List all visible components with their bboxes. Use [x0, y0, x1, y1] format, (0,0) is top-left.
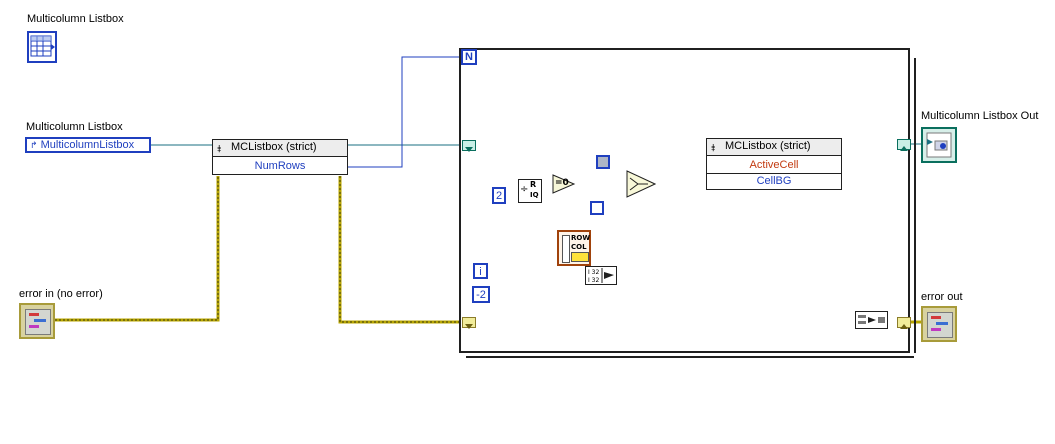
- refnum-output-tunnel: [897, 139, 911, 151]
- error-in-terminal[interactable]: [19, 303, 55, 339]
- for-loop-frame-bottom: [466, 350, 914, 358]
- loop-count-terminal[interactable]: N: [461, 49, 477, 65]
- listbox-icon-label: Multicolumn Listbox: [27, 13, 124, 25]
- equal-zero-node[interactable]: [552, 174, 576, 194]
- error-cluster-icon: [927, 312, 953, 338]
- iteration-terminal: i: [473, 263, 488, 279]
- property-node-numrows[interactable]: MCListbox (strict) ⯒ NumRows: [212, 139, 348, 175]
- color-constant-b[interactable]: [590, 201, 604, 215]
- property-node-2-title: MCListbox (strict): [707, 139, 841, 156]
- refnum-icon: ⯒: [217, 144, 222, 155]
- select-icon[interactable]: [626, 170, 656, 198]
- equal-zero-label: =0: [555, 178, 569, 188]
- property-node-activecell-cellbg[interactable]: MCListbox (strict) ⯒ ActiveCell CellBG: [706, 138, 842, 190]
- for-loop-frame-right: [904, 58, 916, 353]
- error-cluster-icon: [25, 309, 51, 335]
- divide-icon: ÷: [520, 184, 529, 195]
- mc-listbox-ref-label: Multicolumn Listbox: [26, 121, 123, 133]
- neg-two-constant[interactable]: -2: [472, 286, 490, 303]
- cell-cluster-constant[interactable]: ROW COL: [557, 230, 591, 266]
- listbox-icon[interactable]: [27, 31, 57, 63]
- merge-errors-icon[interactable]: [855, 311, 888, 329]
- mc-listbox-ref-value: MulticolumnListbox: [40, 139, 135, 151]
- error-out-label: error out: [921, 291, 963, 303]
- error-input-tunnel: [462, 317, 476, 329]
- error-out-terminal[interactable]: [921, 306, 957, 342]
- listbox-grid-icon: [30, 35, 55, 57]
- divisor-constant[interactable]: 2: [492, 187, 506, 204]
- svg-text:I 32: I 32: [588, 269, 599, 276]
- property-activecell: ActiveCell: [707, 158, 841, 174]
- mc-listbox-out-label: Multicolumn Listbox Out: [921, 110, 1039, 122]
- mc-listbox-refnum[interactable]: ↱ MulticolumnListbox: [25, 137, 151, 153]
- refnum-input-tunnel: [462, 140, 476, 152]
- property-node-1-title: MCListbox (strict): [213, 140, 347, 157]
- property-cellbg: CellBG: [756, 175, 792, 187]
- refnum-icon: ⯒: [711, 143, 716, 154]
- svg-text:I 32: I 32: [588, 277, 599, 284]
- quotient-remainder-node[interactable]: ÷ R IQ: [518, 179, 542, 203]
- listbox-refnum-out-icon: [926, 132, 952, 158]
- bundle-icon[interactable]: I 32 I 32: [585, 266, 617, 285]
- property-numrows: NumRows: [254, 160, 306, 172]
- color-constant-a[interactable]: [596, 155, 610, 169]
- error-in-label: error in (no error): [19, 288, 103, 300]
- refnum-icon: ↱: [30, 140, 38, 150]
- error-output-tunnel: [897, 317, 911, 329]
- mc-listbox-out-terminal[interactable]: [921, 127, 957, 163]
